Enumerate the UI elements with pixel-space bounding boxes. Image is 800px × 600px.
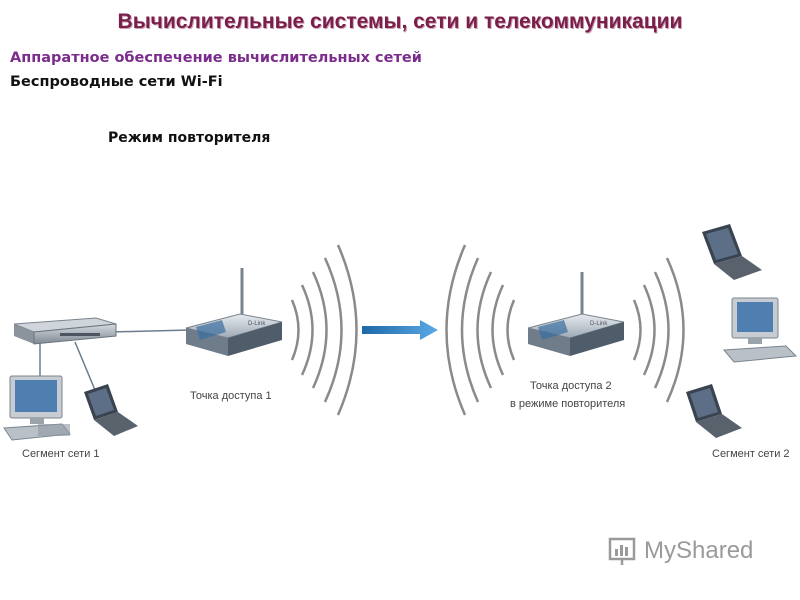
- desktop-computer-icon: [722, 297, 798, 363]
- ap1-label: Точка доступа 1: [190, 390, 272, 402]
- ap2-mode-label: в режиме повторителя: [510, 398, 626, 410]
- slide-title: Вычислительные системы, сети и телекомму…: [117, 10, 683, 33]
- router-brand-label: D-Link: [590, 321, 608, 327]
- mode-heading: Режим повторителя: [108, 130, 271, 146]
- watermark: MyShared: [608, 536, 753, 566]
- router-brand-label: D-Link: [248, 321, 266, 327]
- wireless-waves-icon: [445, 244, 685, 416]
- router-icon: D-Link: [185, 268, 283, 356]
- ap2-label: Точка доступа 2: [530, 380, 612, 392]
- myshared-logo-icon: [608, 537, 636, 565]
- router-icon: D-Link: [527, 272, 625, 356]
- laptop-icon: [686, 384, 742, 438]
- arrow-right-icon: [362, 320, 438, 340]
- desktop-computer-icon: [3, 375, 71, 441]
- wireless-waves-icon: [290, 244, 358, 416]
- subtitle-hardware: Аппаратное обеспечение вычислительных се…: [10, 50, 422, 66]
- segment2-label: Сегмент сети 2: [712, 448, 790, 460]
- network-cables: [39, 329, 191, 391]
- watermark-text: MyShared: [644, 537, 754, 564]
- segment1-label: Сегмент сети 1: [22, 448, 100, 460]
- laptop-icon: [84, 384, 138, 436]
- laptop-icon: [702, 224, 762, 280]
- switch-icon: [13, 317, 117, 345]
- subtitle-wifi: Беспроводные сети Wi-Fi: [10, 74, 223, 90]
